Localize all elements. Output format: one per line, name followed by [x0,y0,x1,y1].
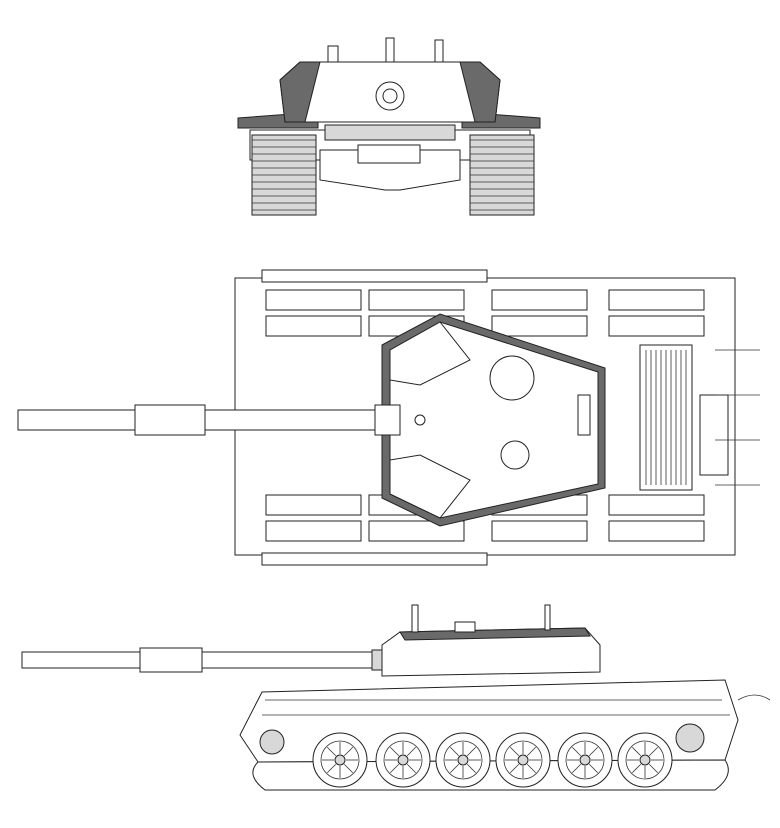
road-wheel-rim [443,740,483,780]
side-turret-roof [399,627,591,641]
side-periscope [454,621,476,633]
road-wheel-spoke [326,763,337,774]
front-turret-left-shade [279,61,321,123]
top-left-skirt-upper [261,269,488,283]
road-wheel-spoke [588,746,599,757]
fender-panel [265,289,362,311]
fender-panel [491,289,588,311]
fender-panel [491,520,588,542]
road-wheel-hub [334,754,346,766]
road-wheel-hub [457,754,469,766]
fender-panel [265,315,362,337]
front-view [237,37,541,216]
front-glacis [324,124,456,141]
road-wheel-spoke [509,746,520,757]
side-view [21,604,771,791]
road-wheel-spoke [389,746,400,757]
side-hull-lines [262,699,730,716]
fender-panel [608,520,705,542]
road-wheel-spoke [343,763,354,774]
road-wheel-spoke [631,763,642,774]
road-wheel-rim [625,740,665,780]
road-wheel-spoke [571,746,582,757]
fender-panel [265,494,362,516]
road-wheel-spoke [509,763,520,774]
road-wheel-spoke [526,763,537,774]
side-barrel-collar [371,649,383,671]
tow-cable [737,694,771,701]
road-wheels [312,732,673,788]
road-wheel-hub [397,754,409,766]
drive-sprocket [675,723,705,753]
fender-panel [265,520,362,542]
front-sight [327,45,339,63]
road-wheel-hub [639,754,651,766]
top-skirt-lower [261,552,488,566]
fender-panel [368,289,465,311]
road-wheel-spoke [571,763,582,774]
road-wheel-spoke [526,746,537,757]
fender-panel [491,315,588,337]
top-view [17,269,760,566]
road-wheel-hub [517,754,529,766]
road-wheel-spoke [449,763,460,774]
road-wheel-spoke [406,746,417,757]
road-wheel-spoke [588,763,599,774]
fender-panel [608,315,705,337]
road-wheel-spoke [389,763,400,774]
fender-panel [608,289,705,311]
turret-armor-left [389,321,471,386]
front-turret-right-shade [459,61,501,123]
top-mantlet [374,404,401,436]
road-wheel-rim [320,740,360,780]
road-wheel-spoke [648,746,659,757]
front-periscope [434,39,444,63]
road-wheel-spoke [406,763,417,774]
road-wheel-hub [579,754,591,766]
road-wheel-rim [565,740,605,780]
road-wheel-spoke [631,746,642,757]
idler-wheel [259,729,285,755]
road-wheel-spoke [466,763,477,774]
gunner-hatch [500,440,530,470]
side-machine-gun-mount [544,604,551,631]
track-grid [252,139,534,211]
fender-panel [608,494,705,516]
front-antenna-mount [385,37,395,63]
road-wheel-spoke [648,763,659,774]
rear-box [699,394,729,476]
turret-center [414,414,426,426]
road-wheel-spoke [449,746,460,757]
front-gun-muzzle [382,88,398,104]
road-wheel-spoke [343,746,354,757]
road-wheel-spoke [326,746,337,757]
grille-slats [645,350,687,485]
rear-rails [715,349,760,486]
front-hull-lower [319,149,461,191]
road-wheel-spoke [466,746,477,757]
side-antenna [411,604,419,633]
side-fume-extractor [139,647,203,673]
top-fume-extractor [134,404,206,436]
turret-armor-right [389,454,471,519]
turret-bustle-box [577,394,591,436]
road-wheel-rim [383,740,423,780]
commander-hatch [489,355,535,401]
front-plate [357,144,421,164]
road-wheel-rim [503,740,543,780]
